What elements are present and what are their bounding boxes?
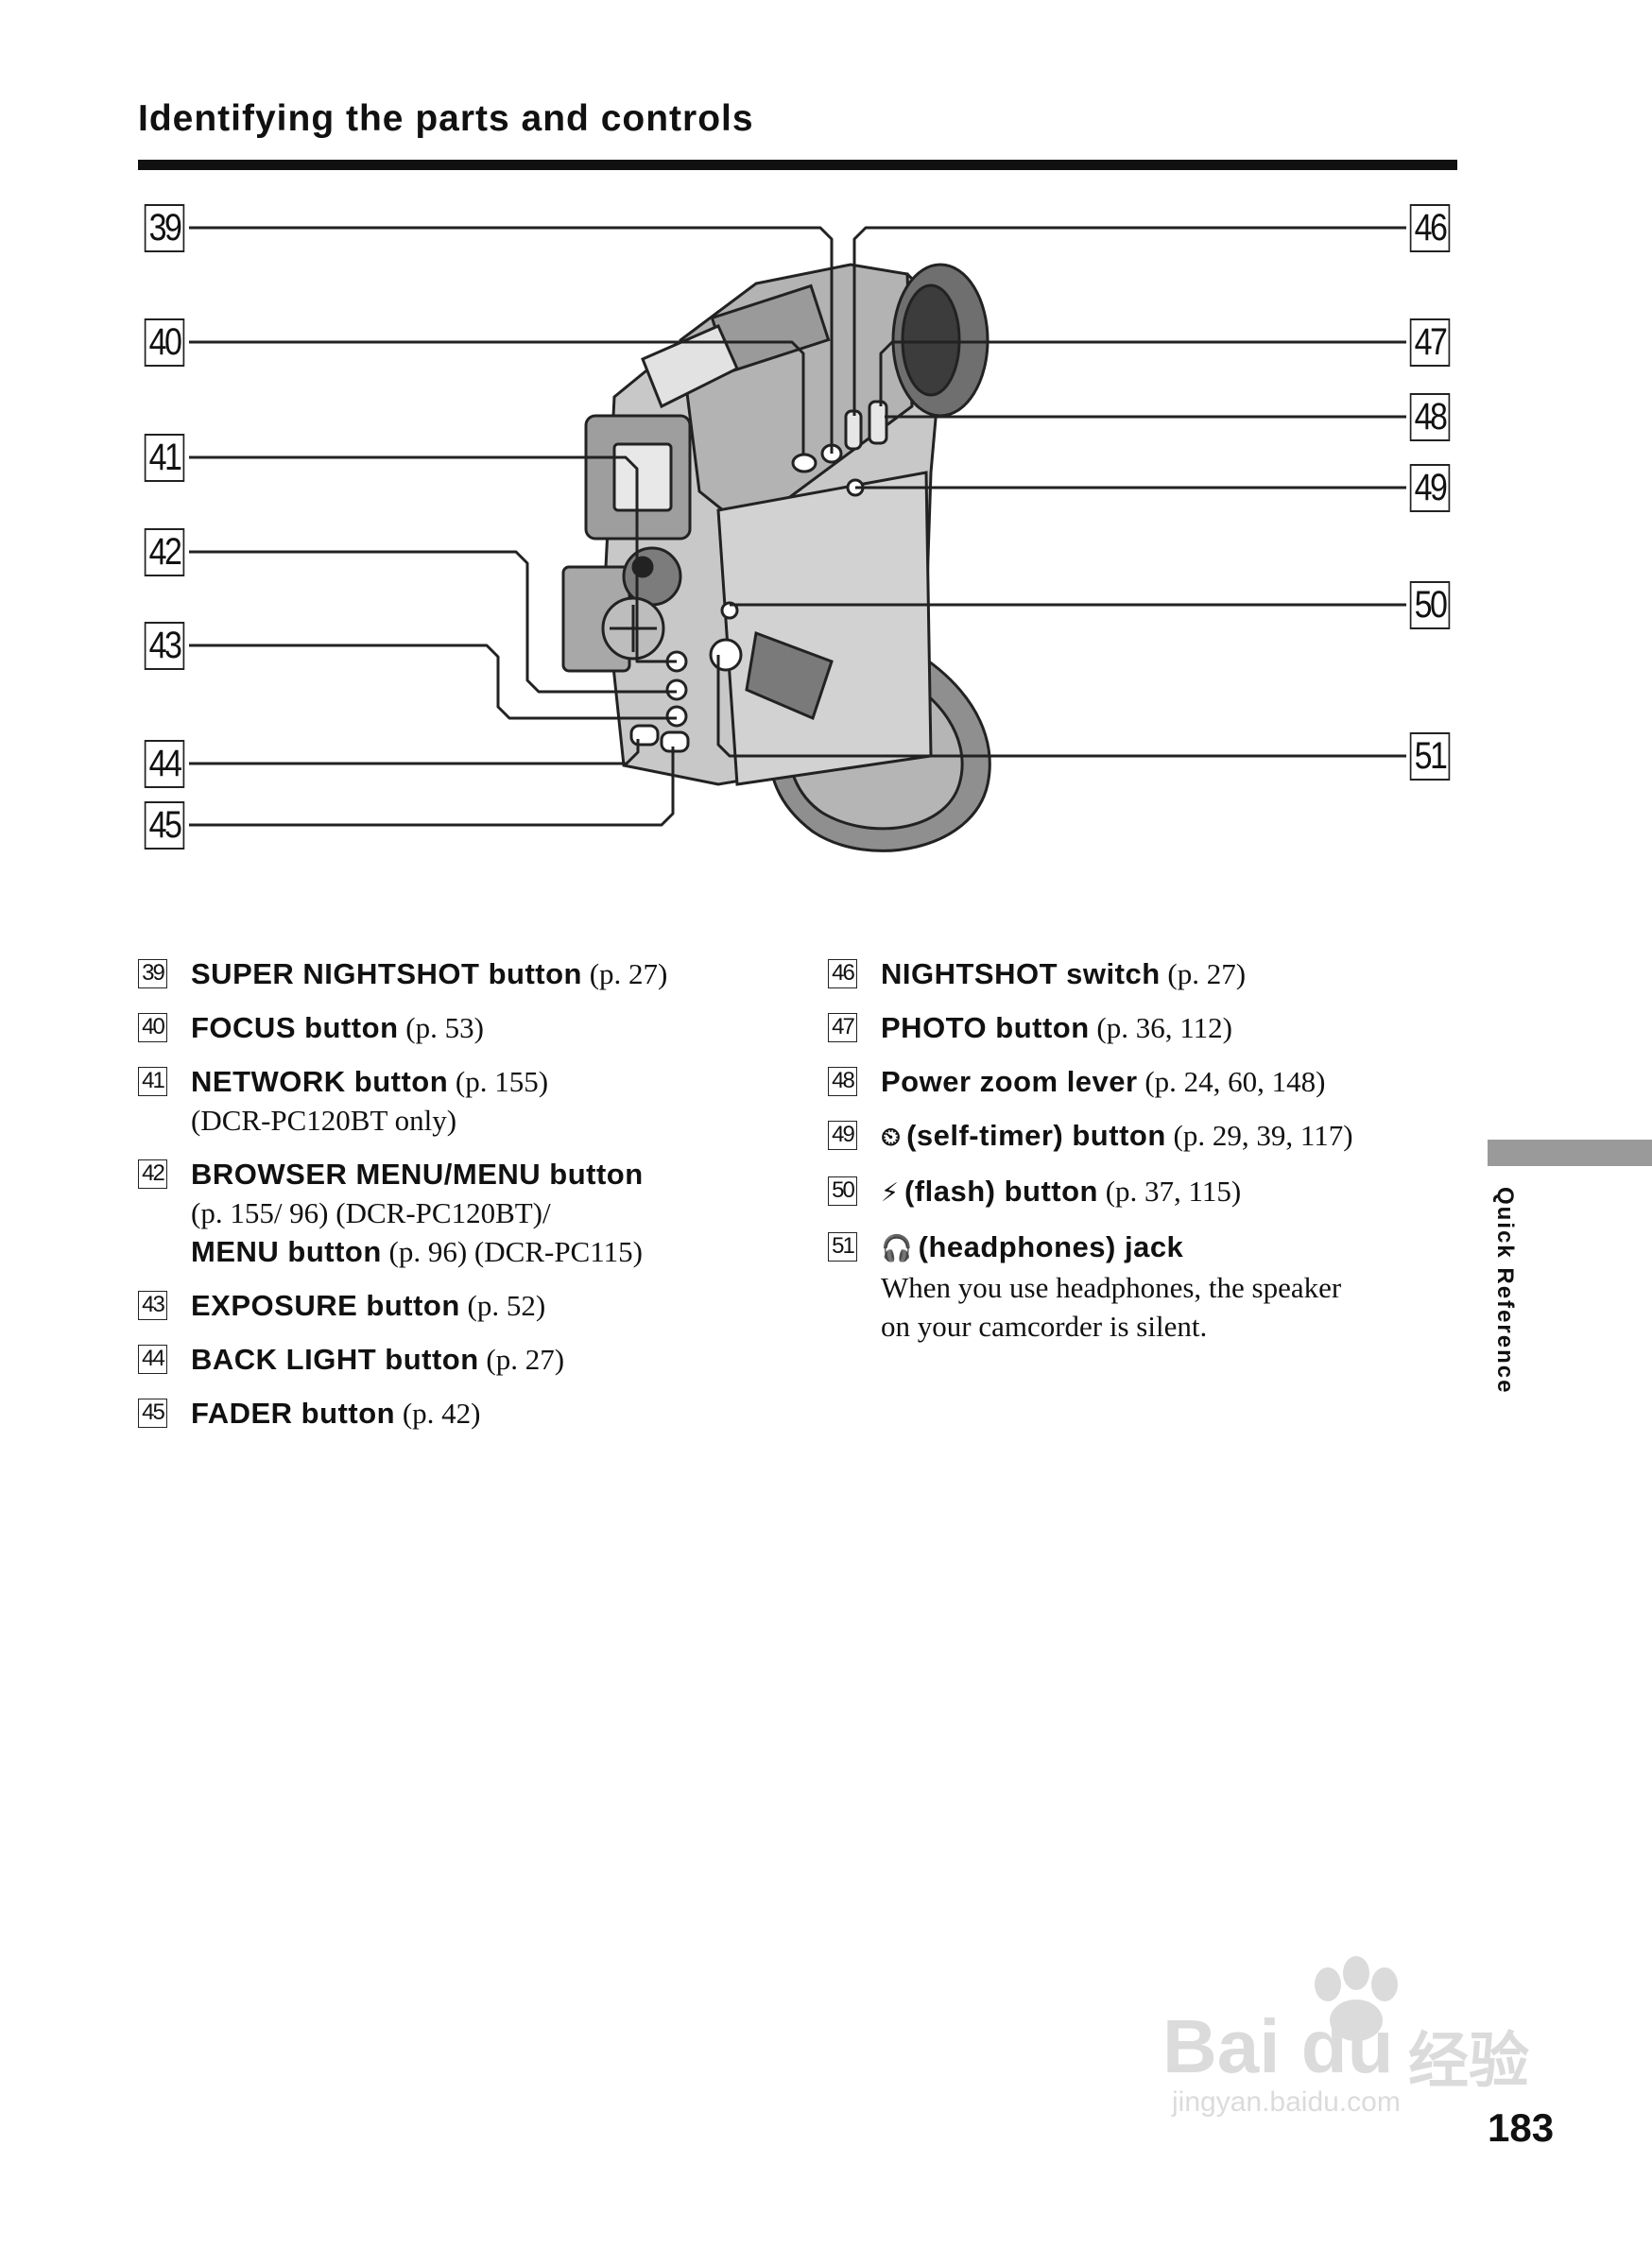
callout-51: 51	[1409, 732, 1451, 781]
section-tab	[1488, 1140, 1652, 1166]
legend-item: 44 BACK LIGHT button (p. 27)	[138, 1340, 818, 1379]
legend-item: 39 SUPER NIGHTSHOT button (p. 27)	[138, 954, 818, 993]
item-number: 48	[828, 1067, 857, 1096]
item-page-ref: (p. 37, 115)	[1105, 1175, 1242, 1208]
item-number: 42	[138, 1159, 167, 1189]
camcorder-figure	[189, 226, 1406, 852]
callout-47: 47	[1409, 318, 1451, 367]
legend-item: 48 Power zoom lever (p. 24, 60, 148)	[828, 1062, 1480, 1101]
watermark-cn: 经验	[1408, 2027, 1529, 2097]
item-page-ref: (p. 27)	[589, 957, 668, 990]
watermark-brand: Bai du	[1162, 2004, 1394, 2088]
legend-item: 40 FOCUS button (p. 53)	[138, 1008, 818, 1047]
callout-42: 42	[144, 528, 185, 576]
item-number: 41	[138, 1067, 167, 1096]
callout-46: 46	[1409, 204, 1451, 252]
item-number: 47	[828, 1013, 857, 1042]
item-name: EXPOSURE button	[191, 1289, 460, 1322]
item-number: 39	[138, 959, 167, 988]
item-name: (self-timer) button	[906, 1119, 1166, 1152]
callout-39: 39	[144, 204, 185, 252]
callout-43: 43	[144, 622, 185, 670]
callout-50: 50	[1409, 581, 1451, 629]
item-name: PHOTO button	[881, 1011, 1090, 1044]
callout-40: 40	[144, 318, 185, 367]
item-name: (headphones) jack	[918, 1230, 1184, 1263]
headphones-icon: 🎧	[881, 1234, 913, 1263]
item-name: SUPER NIGHTSHOT button	[191, 957, 582, 990]
legend-item: 46 NIGHTSHOT switch (p. 27)	[828, 954, 1480, 993]
item-name: (flash) button	[903, 1175, 1098, 1208]
callout-48: 48	[1409, 393, 1451, 441]
item-number: 44	[138, 1345, 167, 1374]
page-number: 183	[1488, 2105, 1555, 2150]
self-timer-icon: ⏲	[881, 1123, 902, 1152]
item-name: Power zoom lever	[881, 1065, 1138, 1098]
item-name: BROWSER MENU/MENU button	[191, 1158, 644, 1191]
section-label: Quick Reference	[1492, 1187, 1518, 1395]
legend-left: 39 SUPER NIGHTSHOT button (p. 27) 40 FOC…	[138, 954, 818, 1448]
legend-item: 50 ⚡(flash) button (p. 37, 115)	[828, 1172, 1480, 1212]
legend-item: 42 BROWSER MENU/MENU button (p. 155/ 96)…	[138, 1155, 818, 1271]
callout-45: 45	[144, 801, 185, 850]
legend-item: 51 🎧(headphones) jack When you use headp…	[828, 1228, 1480, 1346]
item-page-ref: (p. 27)	[486, 1343, 565, 1376]
item-number: 43	[138, 1291, 167, 1320]
item-name: NETWORK button	[191, 1065, 449, 1098]
flash-icon: ⚡	[881, 1178, 899, 1208]
item-page-ref: (p. 27)	[1167, 957, 1247, 990]
item-number: 50	[828, 1176, 857, 1206]
item-page-ref: (p. 155)	[455, 1065, 549, 1098]
item-page-ref: (p. 42)	[402, 1397, 481, 1430]
item-number: 49	[828, 1121, 857, 1150]
callout-44: 44	[144, 740, 185, 788]
watermark-url: jingyan.baidu.com	[1172, 2086, 1401, 2118]
callout-41: 41	[144, 434, 185, 482]
item-page-ref: (p. 29, 39, 117)	[1173, 1119, 1353, 1152]
paw-icon	[1315, 1956, 1398, 2041]
item-page-ref: (p. 36, 112)	[1096, 1011, 1232, 1044]
page-title: Identifying the parts and controls	[138, 98, 754, 139]
item-name: BACK LIGHT button	[191, 1343, 479, 1376]
baidu-watermark: Bai du 经验 jingyan.baidu.com	[1162, 1947, 1569, 2118]
item-number: 51	[828, 1232, 857, 1262]
callout-49: 49	[1409, 464, 1451, 512]
legend-right: 46 NIGHTSHOT switch (p. 27) 47 PHOTO but…	[828, 954, 1480, 1361]
item-note: (p. 155/ 96) (DCR-PC120BT)/	[191, 1196, 551, 1229]
legend-item: 47 PHOTO button (p. 36, 112)	[828, 1008, 1480, 1047]
item-name: NIGHTSHOT switch	[881, 957, 1161, 990]
item-note: (DCR-PC120BT only)	[191, 1104, 457, 1137]
item-name: FADER button	[191, 1397, 396, 1430]
item-number: 45	[138, 1399, 167, 1428]
legend-item: 41 NETWORK button (p. 155) (DCR-PC120BT …	[138, 1062, 818, 1140]
legend-item: 45 FADER button (p. 42)	[138, 1394, 818, 1433]
item-note: When you use headphones, the speaker	[881, 1271, 1342, 1304]
item-note: on your camcorder is silent.	[881, 1310, 1208, 1343]
legend-item: 49 ⏲(self-timer) button (p. 29, 39, 117)	[828, 1116, 1480, 1157]
item-page-ref: (p. 24, 60, 148)	[1144, 1065, 1326, 1098]
item-page-ref: (p. 96) (DCR-PC115)	[388, 1235, 643, 1268]
legend-item: 43 EXPOSURE button (p. 52)	[138, 1286, 818, 1325]
item-name: FOCUS button	[191, 1011, 399, 1044]
item-number: 40	[138, 1013, 167, 1042]
item-page-ref: (p. 53)	[405, 1011, 484, 1044]
item-name-alt: MENU button	[191, 1235, 382, 1268]
item-page-ref: (p. 52)	[467, 1289, 546, 1322]
item-number: 46	[828, 959, 857, 988]
title-rule	[138, 160, 1457, 170]
